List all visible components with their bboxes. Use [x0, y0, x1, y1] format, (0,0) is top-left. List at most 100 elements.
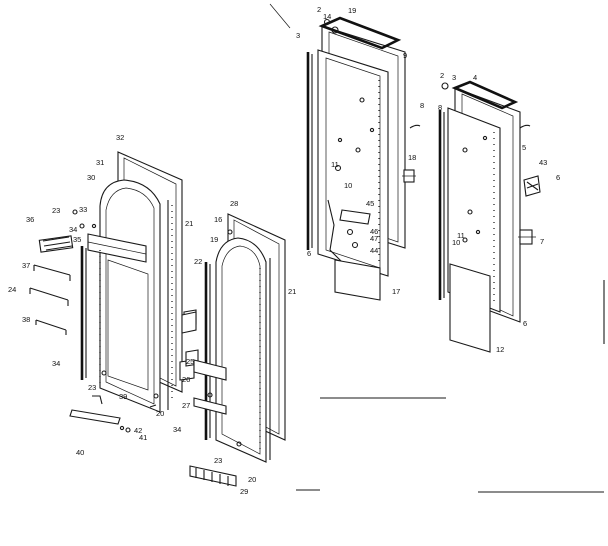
callout: 7	[540, 237, 544, 246]
breaker-panel	[449, 263, 491, 353]
door-rack-grill	[45, 245, 73, 251]
callout: 23	[214, 456, 222, 465]
callout: 40	[76, 448, 84, 457]
door-liner-edge	[221, 245, 261, 455]
hinge-screw-icon	[323, 18, 331, 26]
screw-icon	[482, 135, 488, 141]
screw-icon	[467, 209, 473, 215]
callout: 11	[457, 231, 465, 240]
door-shelf-lip	[87, 241, 147, 255]
door-bottom-trim	[69, 409, 121, 425]
callout: 30	[87, 173, 95, 182]
screw-icon	[79, 223, 85, 229]
door-top-cap	[451, 80, 519, 110]
door-rack-grill	[43, 241, 71, 247]
door-liner	[99, 179, 161, 413]
handle-bracket	[339, 209, 371, 225]
screw-icon	[227, 229, 233, 235]
callout: 19	[210, 235, 218, 244]
callout: 44	[370, 246, 378, 255]
clip-icon	[409, 124, 421, 129]
callout: 34	[173, 425, 181, 434]
callout: 29	[240, 487, 248, 496]
callout: 27	[182, 401, 190, 410]
top-right-door-assembly	[438, 80, 541, 353]
screw-icon	[119, 425, 125, 431]
callout: 26	[182, 375, 190, 384]
callout: 24	[8, 285, 16, 294]
callout: 8	[420, 101, 424, 110]
callout: 46	[370, 227, 378, 236]
screw-icon	[236, 441, 242, 447]
callout: 17	[392, 287, 400, 296]
door-liner	[215, 237, 267, 463]
door-liner	[317, 49, 389, 277]
callout: 6	[523, 319, 527, 328]
callout: 34	[52, 359, 60, 368]
screw-icon	[101, 370, 107, 376]
hinge-screw-icon	[331, 26, 339, 34]
lower-left-callouts: 32 31 30 21 36 23 33 34 35 37 24 38 34 2…	[8, 133, 193, 457]
screw-icon	[351, 241, 359, 249]
door-shelf	[193, 397, 227, 415]
callout: 6	[307, 249, 311, 258]
screw-icon	[91, 223, 97, 229]
screw-icon	[355, 147, 361, 153]
callout: 28	[230, 199, 238, 208]
hinge-block	[181, 311, 197, 334]
lower-middle-door-assembly	[181, 213, 286, 487]
callout: 34	[69, 225, 77, 234]
callout: 41	[139, 433, 147, 442]
callout: 21	[288, 287, 296, 296]
screw-icon	[359, 97, 365, 103]
screw-icon	[153, 393, 159, 399]
callout: 20	[248, 475, 256, 484]
callout: 5	[522, 143, 526, 152]
leader-line	[269, 3, 291, 29]
screw-icon	[462, 237, 468, 243]
screw-icon	[337, 137, 343, 143]
bottom-grille	[189, 465, 237, 487]
callout: 18	[408, 153, 416, 162]
callout: 36	[26, 215, 34, 224]
callout: 20	[156, 409, 164, 418]
screw-icon	[462, 147, 468, 153]
screw-icon	[72, 209, 78, 215]
door-top-cap	[318, 16, 402, 50]
callout: 38	[22, 315, 30, 324]
lower-left-door-assembly	[29, 151, 197, 433]
top-middle-callouts: 2 14 19 3 9 8 18 11 10 45 46 47 44 6 17	[296, 5, 424, 296]
callout: 3	[452, 73, 456, 82]
callout: 10	[452, 238, 460, 247]
callout: 35	[73, 235, 81, 244]
door-rack-grill	[42, 236, 70, 242]
screw-icon	[346, 228, 354, 236]
screw-icon	[369, 127, 375, 133]
screw-icon	[475, 229, 481, 235]
callout: 4	[473, 73, 477, 82]
callout: 12	[496, 345, 504, 354]
door-inner-panel	[107, 259, 149, 391]
callout: 21	[185, 219, 193, 228]
lower-middle-callouts: 28 16 19 22 21 25 26 27 34 23 20 29	[173, 199, 296, 496]
screw-icon	[125, 427, 131, 433]
callout: 31	[96, 158, 104, 167]
hinge-screw-icon	[441, 82, 449, 90]
callout: 2	[317, 5, 321, 14]
callout: 37	[22, 261, 30, 270]
callout: 47	[370, 234, 378, 243]
callout: 10	[344, 181, 352, 190]
clip-icon	[519, 124, 531, 129]
callout: 23	[52, 206, 60, 215]
callout: 19	[348, 6, 356, 15]
door-shelf	[193, 359, 227, 381]
door-bar	[33, 264, 71, 281]
callout: 25	[186, 357, 194, 366]
door-bar	[35, 319, 67, 335]
callout: 39	[119, 392, 127, 401]
callout: 16	[214, 215, 222, 224]
callout: 9	[403, 51, 407, 60]
door-liner-edge	[105, 187, 155, 405]
